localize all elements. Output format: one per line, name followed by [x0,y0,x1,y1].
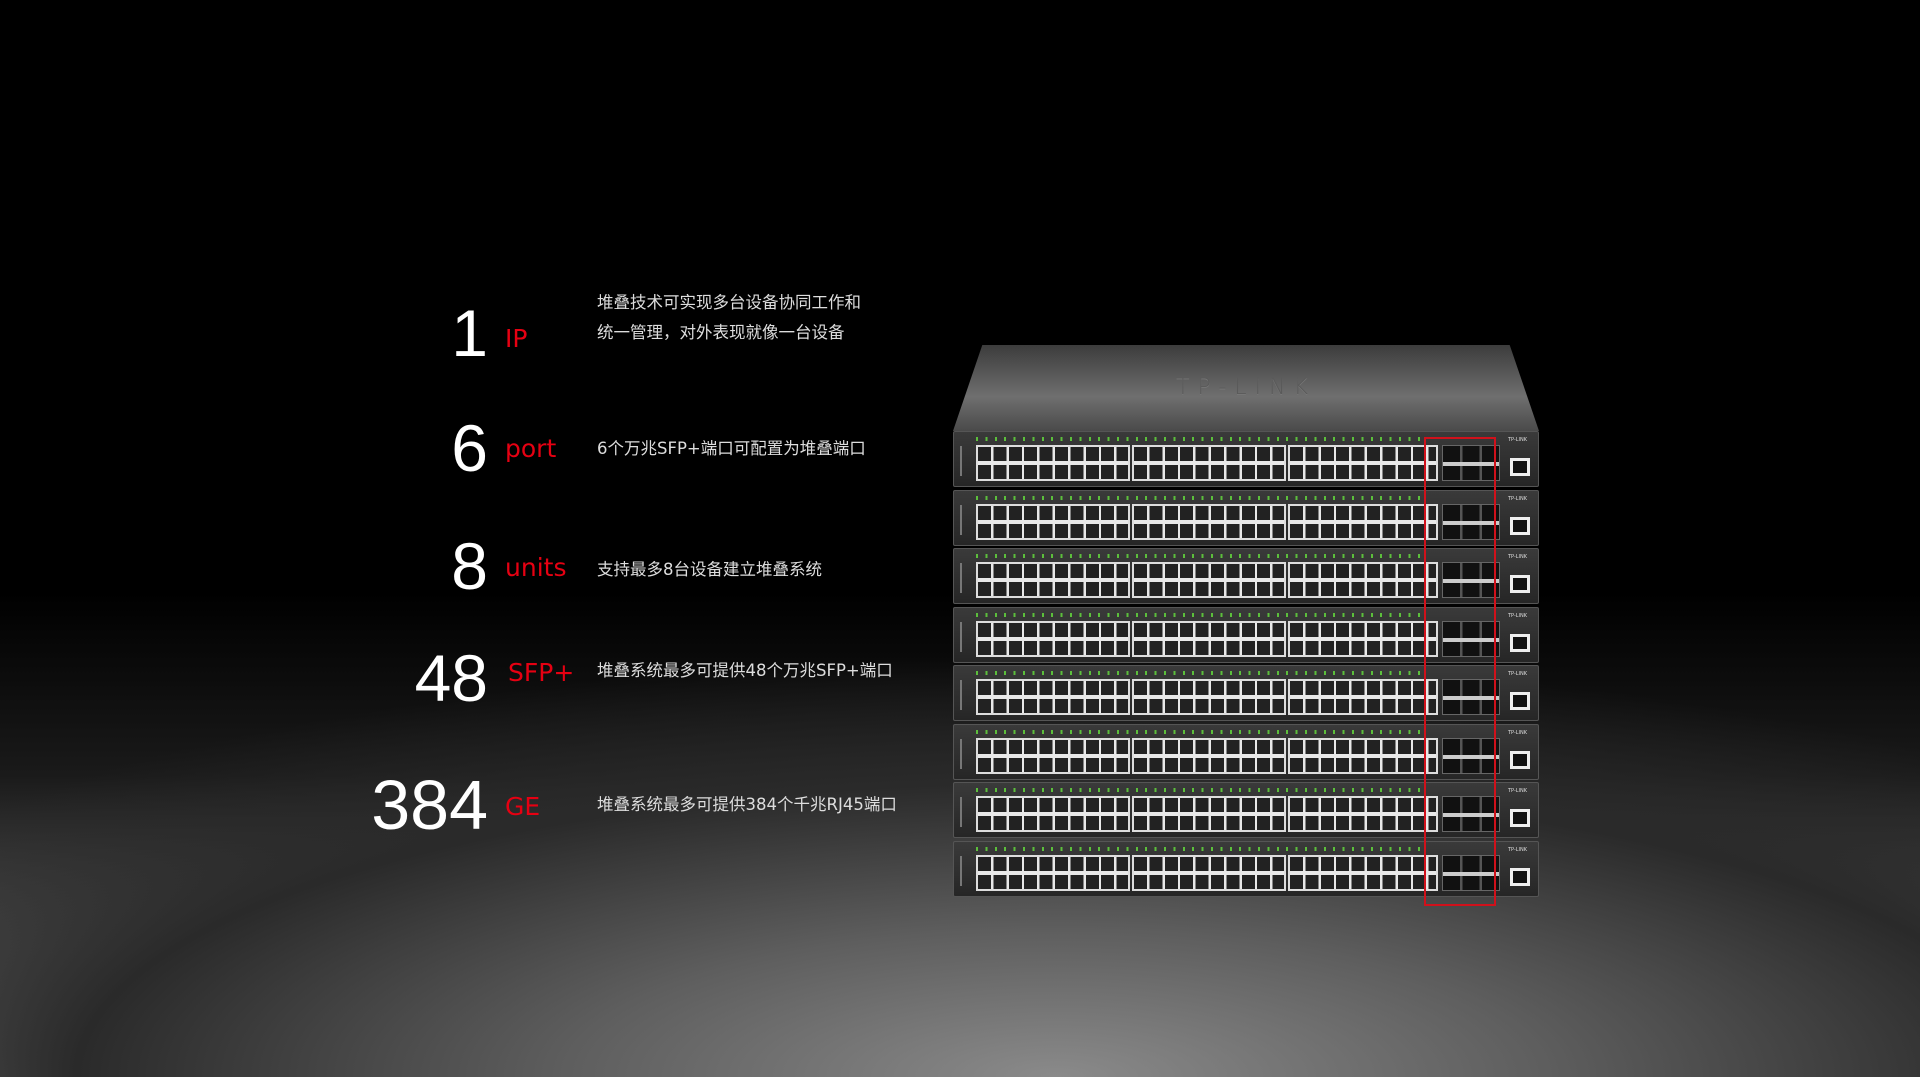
sfp-port-block [1442,503,1500,540]
stat-units: 8 units 支持最多8台设备建立堆叠系统 [0,525,960,605]
stat-unit: GE [505,792,541,821]
brand-label: TP-LINK [1508,729,1528,736]
sfp-port-block [1442,620,1500,657]
desc-line: 统一管理，对外表现就像一台设备 [597,323,845,342]
stat-description: 6个万兆SFP+端口可配置为堆叠端口 [597,439,866,458]
system-leds [960,738,968,769]
brand-label: TP-LINK [1508,495,1528,502]
console-port [1510,750,1530,769]
stat-port: 6 port 6个万兆SFP+端口可配置为堆叠端口 [0,410,960,490]
rj45-port-block [1132,445,1286,481]
sfp-port-block [1442,562,1500,598]
stat-unit: IP [505,324,528,353]
rj45-port-block [1288,620,1438,657]
stack-cable-highlight [1424,437,1496,906]
brand-label: TP-LINK [1508,554,1528,560]
stat-ge: 384 GE 堆叠系统最多可提供384个千兆RJ45端口 [0,760,960,840]
rj45-port-block [976,679,1130,715]
switch-unit: TP-LINK [953,606,1539,663]
switch-unit: TP-LINK [953,840,1539,897]
port-leds [976,671,1426,675]
rj45-port-block [1288,796,1438,832]
rj45-port-block [1132,562,1286,598]
brand-label: TP-LINK [1508,437,1528,443]
rj45-port-block [976,445,1130,481]
system-leds [960,504,968,535]
brand-label: TP-LINK [1508,612,1528,619]
stat-ip: 1 IP 堆叠技术可实现多台设备协同工作和 统一管理，对外表现就像一台设备 [0,290,960,370]
console-port [1510,458,1530,476]
console-port [1510,692,1530,710]
stat-description: 堆叠系统最多可提供48个万兆SFP+端口 [597,661,893,680]
brand-label: TP-LINK [1508,671,1528,677]
rj45-port-block [1132,679,1286,715]
rj45-port-block [1288,737,1438,774]
sfp-port-block [1442,854,1500,891]
system-leds [960,621,968,652]
switch-unit: TP-LINK [953,782,1539,838]
rj45-port-block [1288,679,1438,715]
stat-value: 6 [451,411,488,485]
stat-value: 48 [414,641,488,715]
desc-line: 堆叠技术可实现多台设备协同工作和 [597,293,861,312]
rj45-port-block [1132,854,1286,891]
switch-unit: TP-LINK [953,489,1539,546]
rj45-port-block [1132,620,1286,657]
port-leds [976,788,1426,792]
port-leds [976,437,1426,441]
console-port [1510,633,1530,652]
stat-sfp: 48 SFP+ 堆叠系统最多可提供48个万兆SFP+端口 [0,635,960,715]
switch-unit: TP-LINK [953,665,1539,721]
port-leds [976,846,1426,851]
sfp-port-block [1442,679,1500,715]
rj45-port-block [1288,445,1438,481]
rj45-port-block [976,796,1130,832]
system-leds [960,680,968,710]
rj45-port-block [1288,503,1438,540]
port-leds [976,612,1426,617]
switch-unit: TP-LINK [953,548,1539,604]
system-leds [960,446,968,476]
rj45-port-block [1288,562,1438,598]
switch-unit: TP-LINK [953,431,1539,487]
switch-unit: TP-LINK [953,723,1539,780]
stat-description: 支持最多8台设备建立堆叠系统 [597,560,822,579]
system-leds [960,855,968,886]
rj45-port-block [1132,737,1286,774]
sfp-port-block [1442,737,1500,774]
port-leds [976,729,1426,734]
stat-value: 8 [451,529,488,603]
rj45-port-block [1132,796,1286,832]
rj45-port-block [1132,503,1286,540]
rj45-port-block [976,737,1130,774]
brand-label: TP-LINK [1508,846,1528,853]
system-leds [960,797,968,827]
console-port [1510,809,1530,827]
port-leds [976,495,1426,500]
rj45-port-block [976,854,1130,891]
stat-value: 384 [371,766,488,844]
rj45-port-block [976,562,1130,598]
tp-link-logo: TP-LINK [1176,375,1316,400]
stat-value: 1 [451,296,488,370]
rj45-port-block [1288,854,1438,891]
stat-description: 堆叠技术可实现多台设备协同工作和 统一管理，对外表现就像一台设备 [597,288,861,348]
stat-unit: port [505,434,557,463]
stat-unit: units [505,553,567,582]
sfp-port-block [1442,445,1500,481]
switch-stack-image: TP-LINK TP-LINK TP-LINK TP-LINK TP-LINK TP-L… [953,345,1539,900]
console-port [1510,867,1530,886]
rj45-port-block [976,620,1130,657]
console-port [1510,516,1530,535]
stat-description: 堆叠系统最多可提供384个千兆RJ45端口 [597,795,897,814]
switch-top-cover: TP-LINK [953,345,1539,431]
console-port [1510,575,1530,593]
stat-unit: SFP+ [508,658,575,687]
port-leds [976,554,1426,558]
rj45-port-block [976,503,1130,540]
system-leds [960,563,968,593]
brand-label: TP-LINK [1508,788,1528,794]
sfp-port-block [1442,796,1500,832]
